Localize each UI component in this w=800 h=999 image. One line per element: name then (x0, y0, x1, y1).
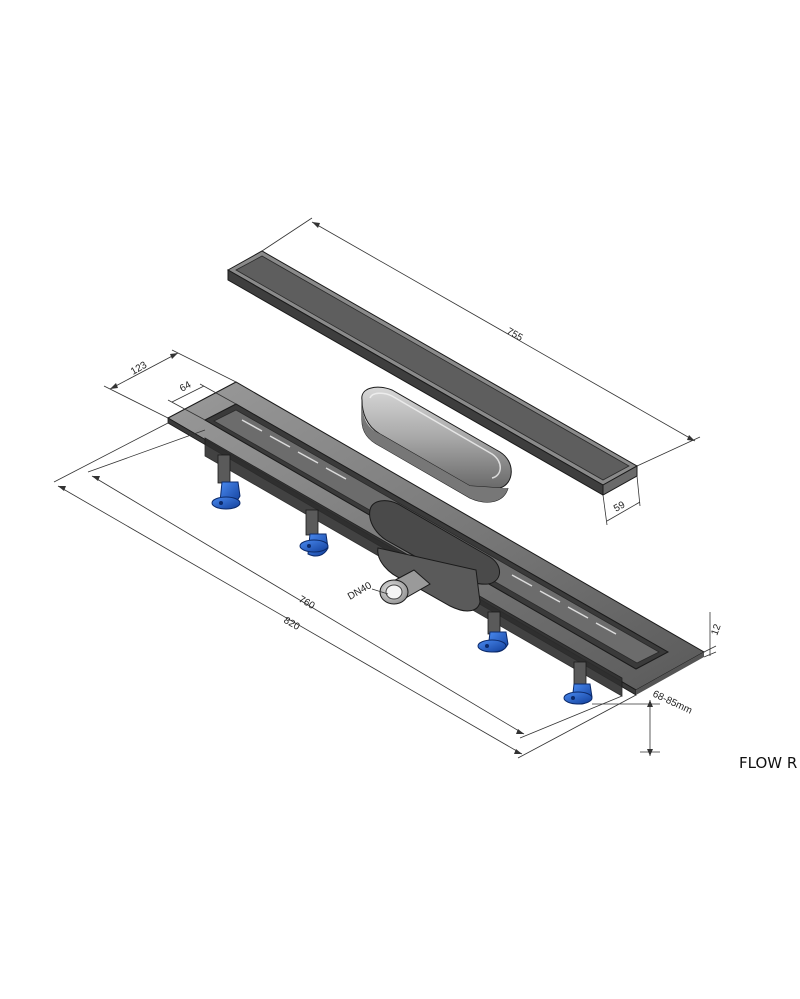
leg-1 (211, 454, 241, 510)
dim-755: 755 (505, 326, 525, 344)
dim-64: 64 (178, 379, 194, 394)
dim-760: 760 (297, 594, 317, 612)
dim-59: 59 (612, 499, 628, 514)
dim-123: 123 (129, 360, 149, 378)
dimension-lines (53, 217, 717, 759)
dim-dn40: DN40 (346, 580, 374, 603)
grate (226, 250, 639, 496)
leg-3 (477, 611, 509, 653)
leg-2 (299, 509, 329, 557)
trap-insert (361, 386, 512, 503)
dim-68-85mm: 68-85mm (651, 689, 694, 717)
leg-4 (563, 661, 593, 705)
product-name: FLOW R (739, 754, 798, 772)
outlet-pipe (379, 569, 431, 605)
dimension-arrows (58, 222, 695, 756)
drain-channel (166, 381, 706, 697)
drain-slots (241, 419, 617, 635)
dim-12: 12 (709, 622, 723, 637)
dim-820: 820 (282, 615, 302, 633)
